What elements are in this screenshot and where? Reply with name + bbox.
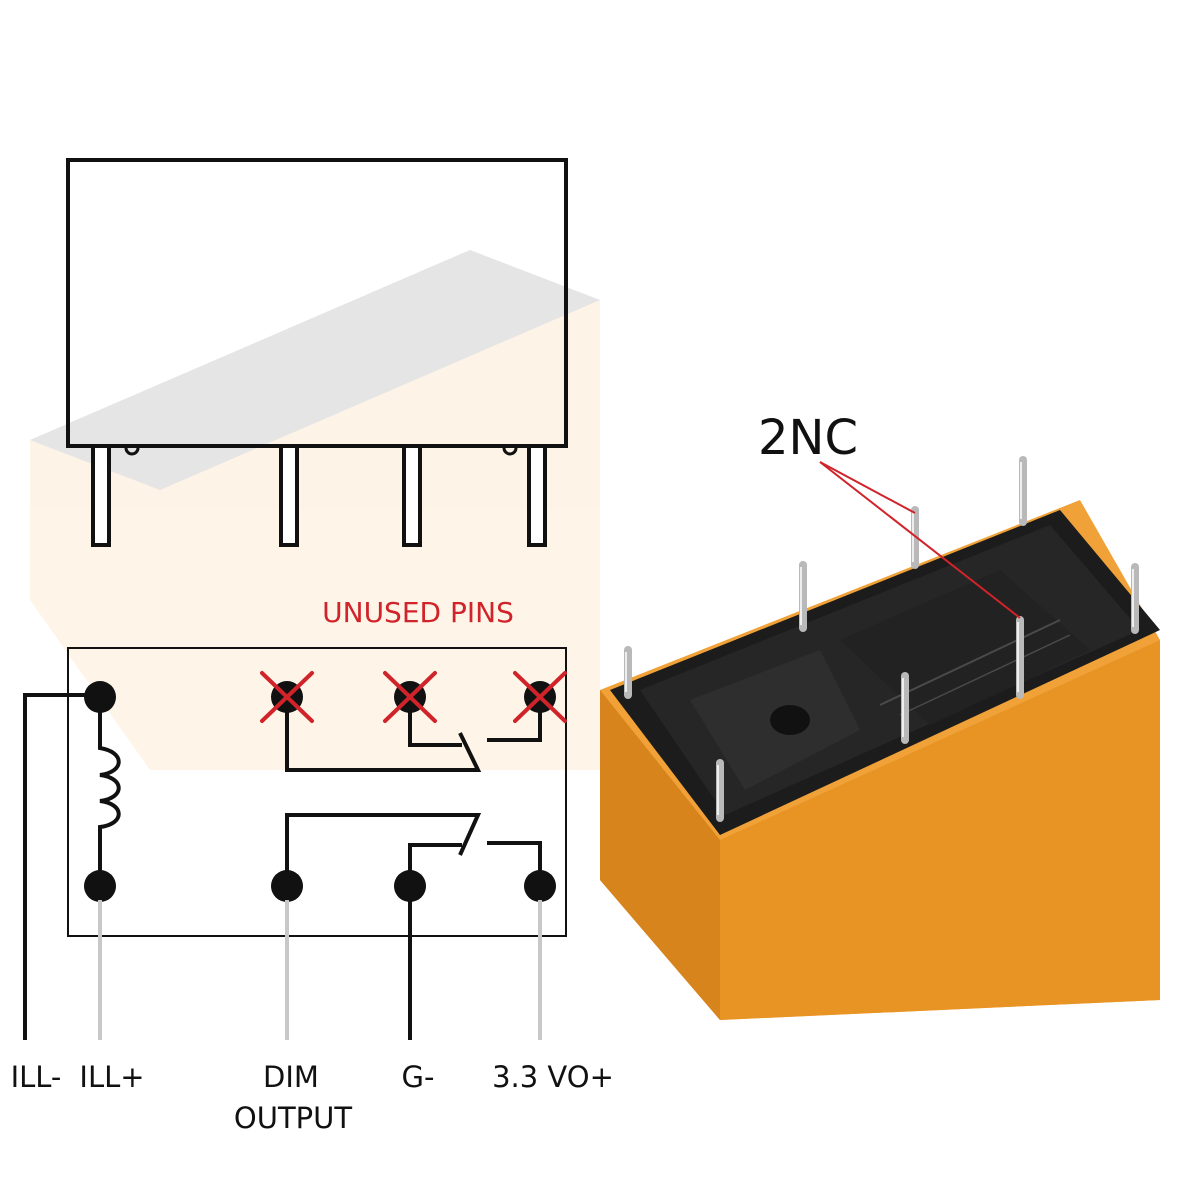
label-ill-plus: ILL+ [79,1060,144,1094]
unused-pins-label: UNUSED PINS [322,596,514,629]
relay-side-outline [66,158,568,547]
label-dim: DIM [263,1060,319,1094]
nc-pointer-2 [819,461,1021,619]
cross-marks [260,671,567,723]
pin-dot-ill-plus [84,870,116,902]
relay-pins [624,456,1139,822]
label-output: OUTPUT [234,1101,352,1135]
label-ill-minus: ILL- [11,1060,62,1094]
faded-relay-ghost [30,250,600,770]
side-pin-3 [402,444,422,547]
side-pin-4 [527,444,547,547]
nc-pointer-1 [819,461,916,514]
side-pin-2 [279,444,299,547]
pin-dot-dim-output [271,870,303,902]
pin-dot-g-minus [394,870,426,902]
relay-illustration [600,456,1160,1020]
external-wires [23,693,542,1040]
label-vo-plus: 3.3 VO+ [492,1060,614,1094]
coil-symbol [98,697,121,886]
label-g-minus: G- [402,1060,435,1094]
schematic [67,647,567,937]
nc-label: 2NC [758,410,858,466]
side-pin-1 [91,444,111,547]
pin-dot-vo-plus [524,870,556,902]
